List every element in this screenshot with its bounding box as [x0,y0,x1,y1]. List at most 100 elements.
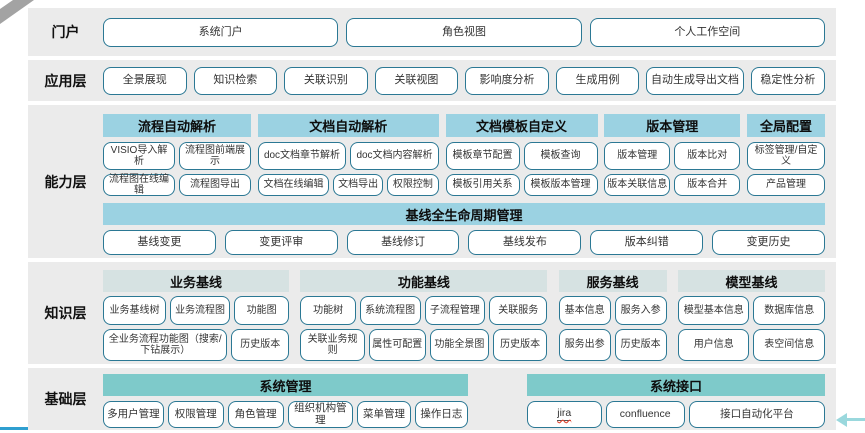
group-header: 业务基线 [103,270,289,292]
group: 业务基线业务基线树业务流程图功能图全业务流程功能图（搜索/下钻展示）历史版本 [103,270,289,361]
module-box: 服务入参 [614,296,667,325]
module-box: 历史版本 [231,329,289,361]
group-row: 功能树系统流程图子流程管理关联服务 [300,296,548,325]
group-row: 版本关联信息版本合并 [604,174,741,196]
module-box: 组织机构管理 [287,401,354,428]
group-header: 文档模板自定义 [445,114,598,137]
module-box: 流程图前端展示 [179,142,251,170]
module-box: 数据库信息 [753,296,825,325]
group-row: 产品管理 [747,174,825,196]
module-box: 个人工作空间 [589,17,825,47]
group-row: 模板引用关系模板版本管理 [445,174,598,196]
module-box: doc文档章节解析 [257,142,347,170]
module-box: 模板版本管理 [523,174,598,196]
module-box: 菜单管理 [357,401,411,428]
layer-foundation: 基础层 系统管理多用户管理权限管理角色管理组织机构管理菜单管理操作日志 系统接口 j… [28,368,836,430]
group-header: 模型基线 [677,270,825,292]
module-box: confluence [605,401,685,428]
left-arrow-tail [844,418,865,421]
layer-application: 应用层 全景展现知识检索关联识别关联视图影响度分析生成用例自动生成导出文档稳定性… [28,60,836,101]
group-row: 标签管理/自定义 [747,142,825,170]
group-header: 流程自动解析 [103,114,251,137]
group: 版本管理版本管理版本比对版本关联信息版本合并 [604,114,741,196]
group-header: 全局配置 [747,114,825,137]
layer-label-knowledge: 知识层 [44,305,87,321]
module-box: 历史版本 [614,329,667,361]
module-box: 基线变更 [103,230,216,255]
module-box: 模板引用关系 [445,174,520,196]
group-row: 多用户管理权限管理角色管理组织机构管理菜单管理操作日志 [103,401,469,428]
left-arrow-icon [836,413,847,427]
module-box: 服务出参 [558,329,611,361]
module-box: 版本比对 [674,142,741,170]
layer-label-application: 应用层 [44,72,87,89]
group-header: 系统管理 [103,374,468,396]
module-box: 系统门户 [103,17,339,47]
group-row: 业务基线树业务流程图功能图 [103,296,289,325]
group-row: 文档在线编辑文档导出权限控制 [257,174,439,196]
group: 文档模板自定义模板章节配置模板查询模板引用关系模板版本管理 [445,114,598,196]
module-box: 属性可配置 [368,329,426,361]
module-box: 自动生成导出文档 [646,66,744,95]
module-box: 关联视图 [374,66,459,95]
module-box: 版本关联信息 [604,174,671,196]
group-row: 用户信息表空间信息 [677,329,825,361]
module-box: 变更评审 [224,230,338,255]
module-box: jira [527,401,602,428]
module-box: 版本纠错 [590,230,704,255]
module-box: 流程图在线编辑 [103,174,175,196]
module-box: 表空间信息 [753,329,825,361]
module-box: 模型基本信息 [677,296,750,325]
module-box: 版本管理 [604,142,671,170]
layer-label-foundation: 基础层 [44,391,87,407]
module-box: 业务基线树 [103,296,166,325]
module-box: 关联业务规则 [300,329,365,361]
module-box: 角色视图 [346,17,582,47]
module-box: 功能图 [234,296,289,325]
module-box: 模板章节配置 [445,142,520,170]
application-boxes: 全景展现知识检索关联识别关联视图影响度分析生成用例自动生成导出文档稳定性分析 [103,60,826,101]
module-box: 模板查询 [523,142,598,170]
baseline-lifecycle-header: 基线全生命周期管理 [103,203,825,225]
module-box: 变更历史 [712,230,825,255]
group-row: 关联业务规则属性可配置功能全景图历史版本 [300,329,548,361]
knowledge-groups: 业务基线业务基线树业务流程图功能图全业务流程功能图（搜索/下钻展示）历史版本功能… [103,270,825,361]
module-box: 子流程管理 [424,296,486,325]
module-box: 文档在线编辑 [257,174,330,196]
corner-decoration-inner [0,0,13,9]
module-box: 稳定性分析 [750,66,826,95]
bottom-accent-line [0,427,28,430]
group: 全局配置标签管理/自定义产品管理 [747,114,825,196]
layer-knowledge: 知识层 业务基线业务基线树业务流程图功能图全业务流程功能图（搜索/下钻展示）历史… [28,262,836,364]
module-box: 用户信息 [677,329,750,361]
portal-boxes: 系统门户角色视图个人工作空间 [103,8,825,56]
group-row: 全业务流程功能图（搜索/下钻展示）历史版本 [103,329,289,361]
group-header: 文档自动解析 [257,114,439,137]
module-box: 生成用例 [555,66,640,95]
group-header: 版本管理 [604,114,741,137]
module-box: 功能全景图 [429,329,490,361]
module-box: 流程图导出 [179,174,251,196]
module-box: 影响度分析 [465,66,549,95]
module-box: doc文档内容解析 [350,142,439,170]
module-box: 关联服务 [489,296,548,325]
module-box: 操作日志 [414,401,469,428]
group-row: 基本信息服务入参 [558,296,667,325]
module-box: 关联识别 [284,66,368,95]
layer-label-capability: 能力层 [44,173,87,190]
layer-label-portal: 门户 [51,24,80,40]
module-box: VISIO导入解析 [103,142,175,170]
module-box: 全业务流程功能图（搜索/下钻展示） [103,329,228,361]
group: 模型基线模型基本信息数据库信息用户信息表空间信息 [677,270,825,361]
group-header: 系统接口 [527,374,825,396]
module-box: 版本合并 [674,174,741,196]
module-box: 基线发布 [468,230,582,255]
group-row: VISIO导入解析流程图前端展示 [103,142,251,170]
group-row: 模型基本信息数据库信息 [677,296,825,325]
